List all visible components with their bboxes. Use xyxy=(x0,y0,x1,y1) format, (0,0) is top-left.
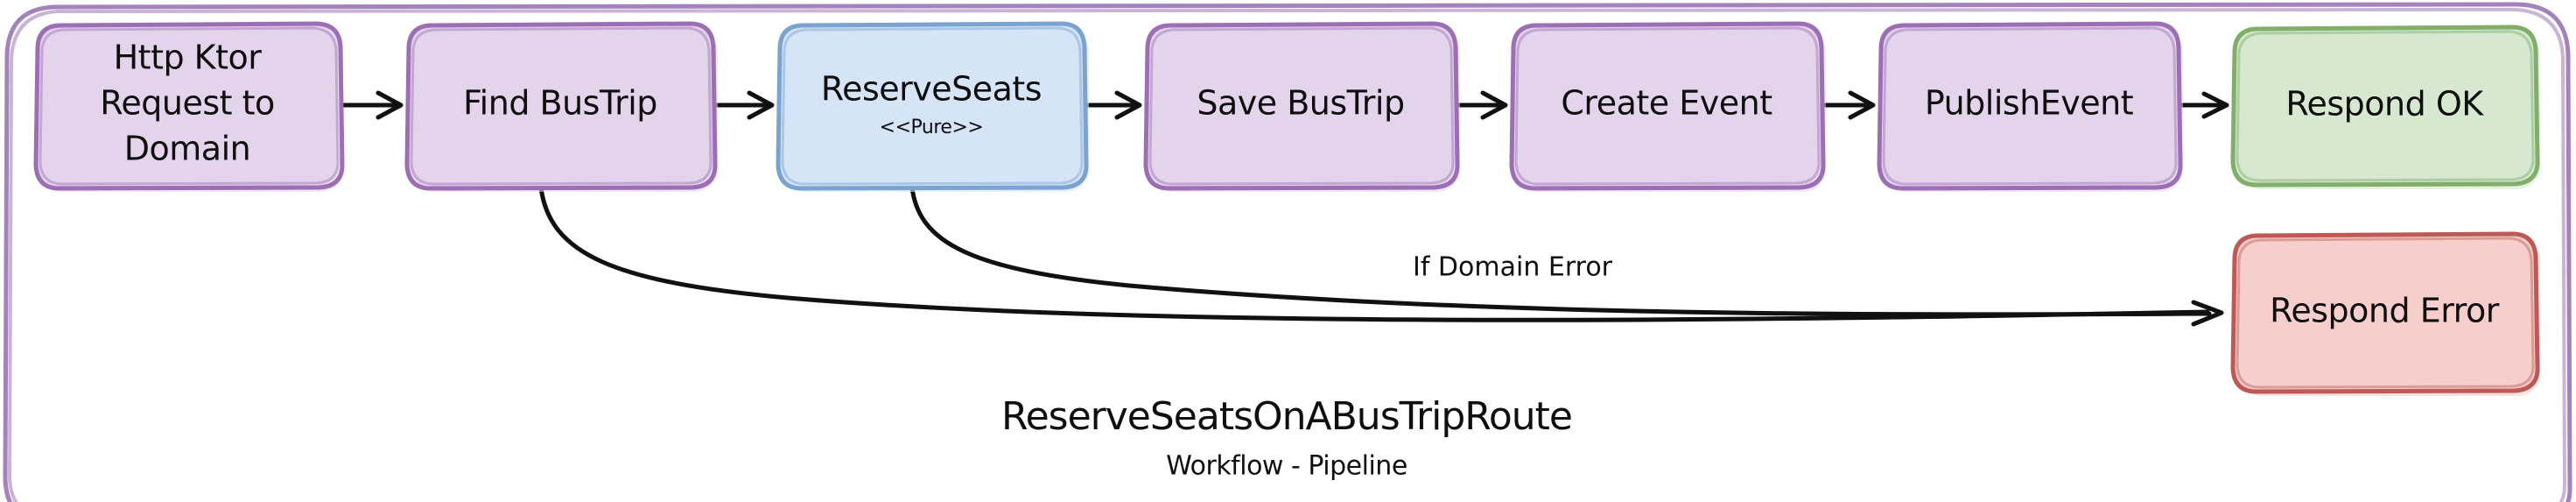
edge-save-to-create xyxy=(1456,90,1508,120)
edge-reserve-to-save xyxy=(1084,90,1142,120)
node-create-event[interactable]: Create Event xyxy=(1509,21,1826,192)
node-label-line: ReserveSeats xyxy=(821,70,1042,109)
node-find-bustrip[interactable]: Find BusTrip xyxy=(404,21,718,192)
workflow-container xyxy=(3,2,2572,502)
edge-publish-to-ok xyxy=(2179,91,2229,119)
node-save-bustrip[interactable]: Save BusTrip xyxy=(1143,21,1460,192)
node-label-line: Find BusTrip xyxy=(463,84,657,123)
node-respond-ok[interactable]: Respond OK xyxy=(2230,25,2540,189)
node-label-line: Create Event xyxy=(1561,84,1772,123)
error-arrows: If Domain Error xyxy=(538,185,2224,327)
node-label-line: PublishEvent xyxy=(1925,84,2133,123)
edge-create-to-publish xyxy=(1821,90,1876,120)
node-respond-error[interactable]: Respond Error xyxy=(2230,231,2540,396)
flow-arrows xyxy=(339,90,2229,120)
node-label-line: Domain xyxy=(124,130,250,168)
node-reserveseats[interactable]: ReserveSeats <<Pure>> xyxy=(776,21,1089,192)
node-publishevent[interactable]: PublishEvent xyxy=(1877,21,2183,192)
edge-find-to-error xyxy=(538,185,2210,322)
edge-reserve-to-error xyxy=(909,185,2224,327)
node-label-line: Http Ktor xyxy=(114,39,263,77)
diagram-subtitle: Workflow - Pipeline xyxy=(1166,451,1407,482)
node-label-line: Save BusTrip xyxy=(1197,84,1404,123)
node-stereotype-label: <<Pure>> xyxy=(880,117,984,138)
edge-find-to-reserve xyxy=(713,90,775,120)
node-label-line: Request to xyxy=(100,84,275,123)
edge-request-to-find xyxy=(339,90,404,120)
node-http-ktor-request-to-domain[interactable]: Http Ktor Request to Domain xyxy=(33,21,345,192)
node-label-line: Respond Error xyxy=(2270,292,2500,330)
node-label-line: Respond OK xyxy=(2285,85,2484,124)
edge-label-if-domain-error: If Domain Error xyxy=(1413,252,1613,283)
diagram-title: ReserveSeatsOnABusTripRoute xyxy=(1001,394,1572,439)
diagram-caption: ReserveSeatsOnABusTripRoute Workflow - P… xyxy=(1001,394,1573,482)
